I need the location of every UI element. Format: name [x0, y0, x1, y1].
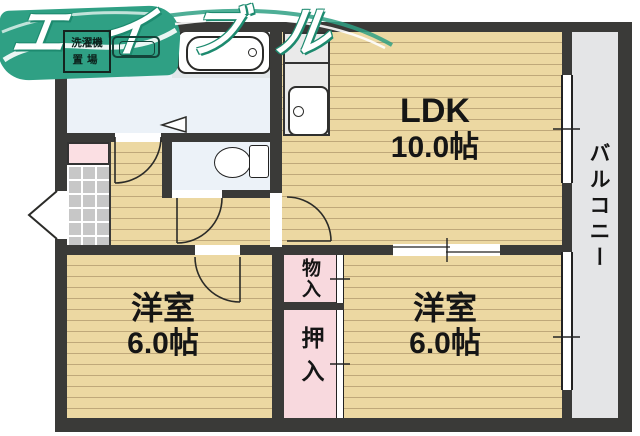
closet-label: 押入 — [298, 326, 324, 392]
closet-floor — [284, 310, 336, 418]
toilet-door-arc — [176, 197, 223, 244]
bedroom-right-balcony-window — [561, 252, 573, 390]
kitchen-faucet-icon — [293, 106, 304, 117]
ldk-door-opening — [270, 193, 282, 247]
bedroom-left-label: 洋室 6.0帖 — [68, 290, 258, 361]
balcony-label: バルコニー — [587, 142, 610, 272]
ldk-door-arc — [286, 196, 332, 242]
bathtub-inner — [186, 36, 264, 71]
balcony-floor — [572, 32, 618, 418]
bedroom-right-size: 6.0帖 — [409, 326, 481, 360]
wall-closet-left — [272, 245, 284, 418]
bathtub-drain — [248, 48, 257, 57]
toilet-door-opening — [172, 190, 222, 198]
ldk-label: LDK 10.0帖 — [340, 92, 530, 166]
bedroom-left-door-opening — [195, 245, 240, 255]
storage-label: 物入 — [299, 258, 320, 300]
washroom-door-arc — [114, 136, 162, 184]
ldk-name: LDK — [400, 92, 470, 130]
ldk-size: 10.0帖 — [390, 131, 480, 165]
wall-middle-horizontal — [55, 245, 563, 255]
kitchen-counter-divider — [285, 62, 328, 64]
entry-tile-floor — [67, 165, 110, 245]
bedroom-left-floor — [67, 255, 277, 418]
front-door-opening — [55, 191, 67, 239]
bathtub-icon — [177, 30, 271, 74]
wall-right — [618, 22, 632, 432]
wall-toilet-left — [162, 133, 172, 198]
washroom-door-opening — [115, 133, 161, 142]
ldk-floor — [282, 32, 562, 245]
wall-service-vertical — [270, 32, 282, 193]
bedroom-right-floor — [344, 255, 562, 418]
bathroom-door-icon — [159, 115, 187, 133]
laundry-label-line1: 洗濯機 — [71, 36, 103, 49]
kitchen-counter — [283, 32, 330, 136]
bedroom-left-name: 洋室 — [130, 290, 195, 326]
wall-top — [55, 22, 632, 32]
bedroom-right-label: 洋室 6.0帖 — [350, 290, 540, 361]
toilet-tank-icon — [249, 145, 269, 178]
washbasin-inner — [119, 41, 155, 56]
storage-floor — [284, 255, 336, 303]
wall-closet-divider — [272, 302, 344, 310]
bedroom-left-size: 6.0帖 — [127, 326, 199, 360]
bedroom-left-door-arc — [194, 256, 241, 303]
bedroom-right-name: 洋室 — [412, 290, 477, 326]
laundry-area-label: 洗濯機 置場 — [63, 30, 111, 73]
washbasin-icon — [112, 36, 160, 58]
entry-step-edge — [109, 142, 111, 245]
wall-balcony — [562, 32, 572, 418]
front-door-leaf — [27, 190, 58, 240]
wall-bottom — [55, 418, 632, 432]
kitchen-sink-icon — [288, 86, 329, 136]
laundry-label-line2: 置場 — [72, 53, 102, 66]
